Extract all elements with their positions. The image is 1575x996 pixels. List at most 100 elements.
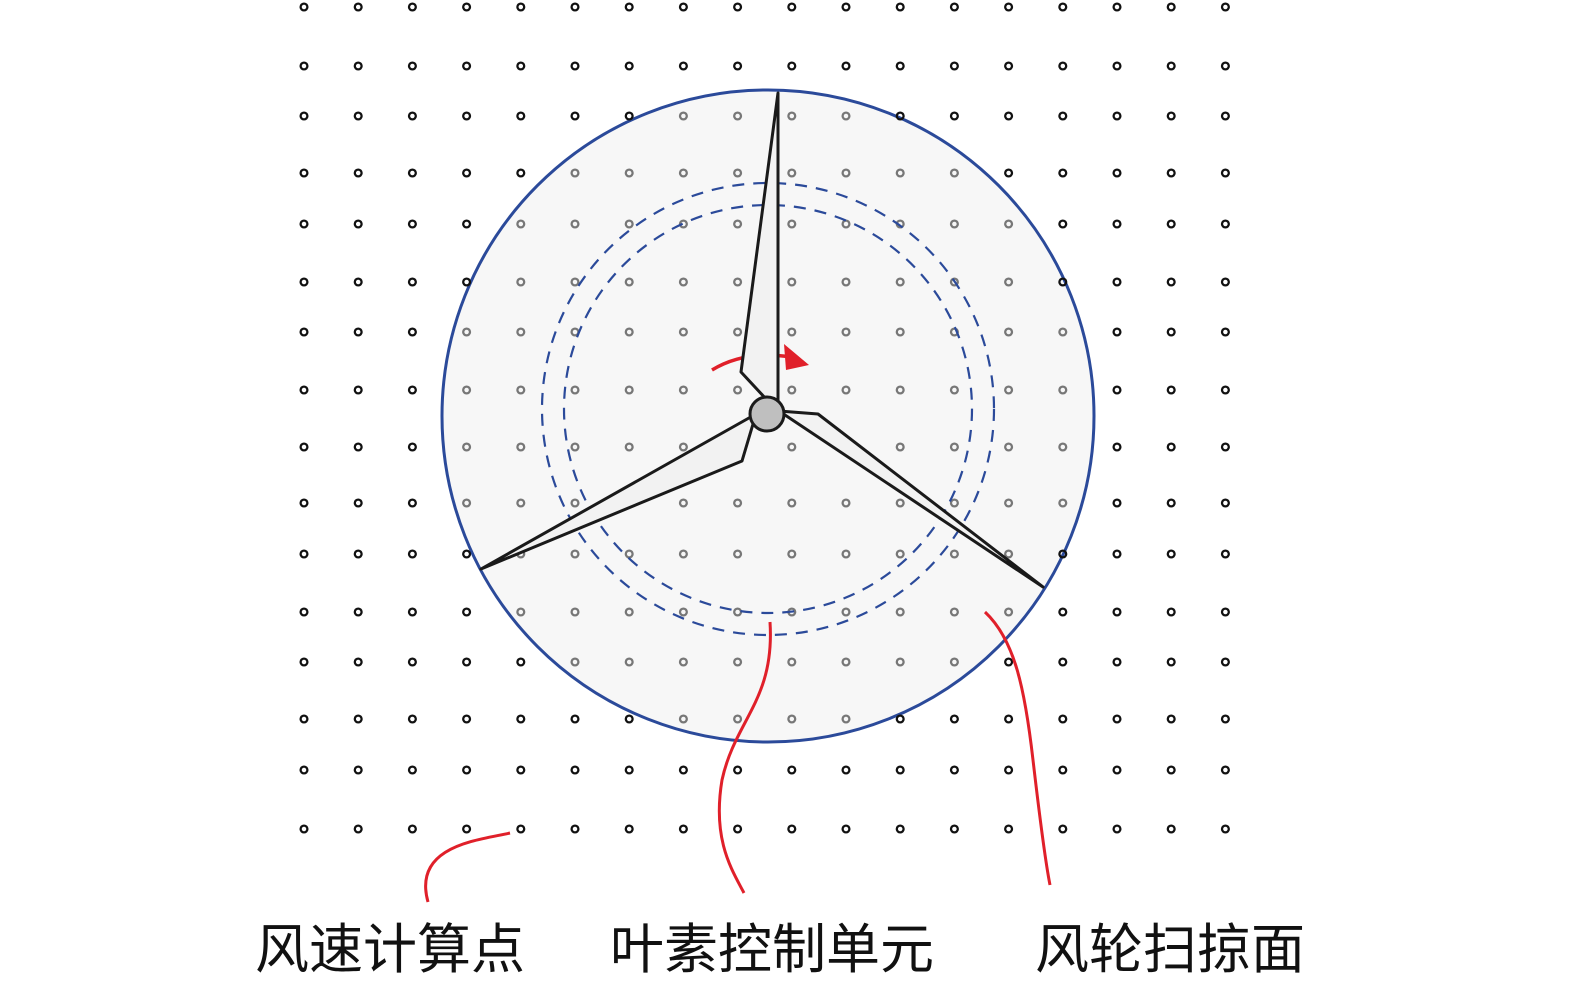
wind-speed-point [1058, 327, 1068, 337]
wind-speed-point [407, 824, 417, 834]
wind-speed-point [1112, 714, 1122, 724]
wind-speed-point [353, 549, 363, 559]
wind-speed-point [407, 327, 417, 337]
wind-speed-point [353, 111, 363, 121]
wind-speed-point [516, 607, 526, 617]
wind-speed-point [407, 765, 417, 775]
wind-speed-point [353, 277, 363, 287]
wind-speed-point [299, 657, 309, 667]
wind-speed-point [841, 277, 851, 287]
wind-speed-point [570, 765, 580, 775]
wind-speed-point [1112, 168, 1122, 178]
label-wind-speed-points: 风速计算点 [255, 918, 525, 981]
wind-speed-point [949, 277, 959, 287]
wind-speed-point [1166, 657, 1176, 667]
wind-speed-point [1004, 2, 1014, 12]
wind-speed-point [841, 607, 851, 617]
wind-speed-point [678, 277, 688, 287]
wind-speed-point [678, 657, 688, 667]
wind-speed-point [895, 111, 905, 121]
wind-speed-point [353, 714, 363, 724]
wind-speed-point [1004, 111, 1014, 121]
wind-speed-point [949, 61, 959, 71]
wind-speed-point [462, 219, 472, 229]
wind-speed-point [733, 765, 743, 775]
wind-speed-point [678, 498, 688, 508]
wind-speed-point [1112, 498, 1122, 508]
wind-speed-point [299, 607, 309, 617]
wind-speed-point [1004, 657, 1014, 667]
wind-speed-point [407, 219, 417, 229]
wind-speed-point [353, 824, 363, 834]
wind-speed-point [1112, 549, 1122, 559]
wind-speed-point [895, 498, 905, 508]
wind-speed-point [1058, 168, 1068, 178]
wind-speed-point [1004, 61, 1014, 71]
wind-speed-point [624, 714, 634, 724]
wind-speed-point [299, 824, 309, 834]
wind-speed-point [841, 765, 851, 775]
wind-speed-point [299, 168, 309, 178]
wind-speed-point [1220, 765, 1230, 775]
wind-speed-point [678, 607, 688, 617]
wind-speed-point [949, 765, 959, 775]
wind-speed-point [1166, 61, 1176, 71]
wind-speed-point [516, 168, 526, 178]
leader-line-blade-element [717, 621, 772, 894]
wind-speed-point [570, 607, 580, 617]
wind-speed-point [949, 2, 959, 12]
wind-speed-point [570, 2, 580, 12]
wind-speed-point [841, 714, 851, 724]
wind-speed-point [407, 607, 417, 617]
wind-speed-point [624, 2, 634, 12]
wind-speed-point [1220, 657, 1230, 667]
wind-speed-point [841, 385, 851, 395]
wind-speed-point [1004, 277, 1014, 287]
wind-speed-point [299, 277, 309, 287]
wind-speed-point [407, 714, 417, 724]
wind-speed-point [462, 498, 472, 508]
wind-speed-point [570, 277, 580, 287]
wind-speed-point [733, 657, 743, 667]
wind-speed-point [1166, 498, 1176, 508]
wind-speed-point [407, 111, 417, 121]
wind-speed-point [1112, 2, 1122, 12]
wind-speed-point [787, 765, 797, 775]
wind-speed-point [949, 168, 959, 178]
wind-speed-point [624, 219, 634, 229]
wind-speed-point [1004, 219, 1014, 229]
wind-speed-point [1220, 714, 1230, 724]
wind-speed-point [299, 2, 309, 12]
wind-speed-point [353, 168, 363, 178]
wind-speed-point [678, 327, 688, 337]
wind-speed-point [1220, 277, 1230, 287]
wind-speed-point [733, 219, 743, 229]
wind-speed-point [733, 2, 743, 12]
wind-speed-point [841, 219, 851, 229]
wind-speed-point [407, 657, 417, 667]
wind-speed-point [895, 2, 905, 12]
wind-speed-point [407, 168, 417, 178]
wind-speed-point [407, 549, 417, 559]
wind-speed-point [1220, 385, 1230, 395]
wind-speed-point [787, 277, 797, 287]
wind-speed-point [733, 111, 743, 121]
wind-speed-point [353, 498, 363, 508]
wind-speed-point [570, 219, 580, 229]
wind-speed-point [1166, 549, 1176, 559]
blade-left [479, 412, 758, 571]
wind-speed-point [1220, 549, 1230, 559]
wind-speed-point [895, 277, 905, 287]
wind-speed-point [624, 327, 634, 337]
label-blade-element-unit: 叶素控制单元 [610, 918, 934, 981]
wind-speed-point [353, 2, 363, 12]
wind-speed-point [1112, 442, 1122, 452]
wind-speed-point [570, 498, 580, 508]
wind-speed-point [841, 657, 851, 667]
wind-speed-point [787, 168, 797, 178]
wind-speed-point [1166, 327, 1176, 337]
wind-speed-point [733, 277, 743, 287]
wind-speed-point [949, 498, 959, 508]
wind-speed-point [787, 442, 797, 452]
wind-speed-point [624, 442, 634, 452]
